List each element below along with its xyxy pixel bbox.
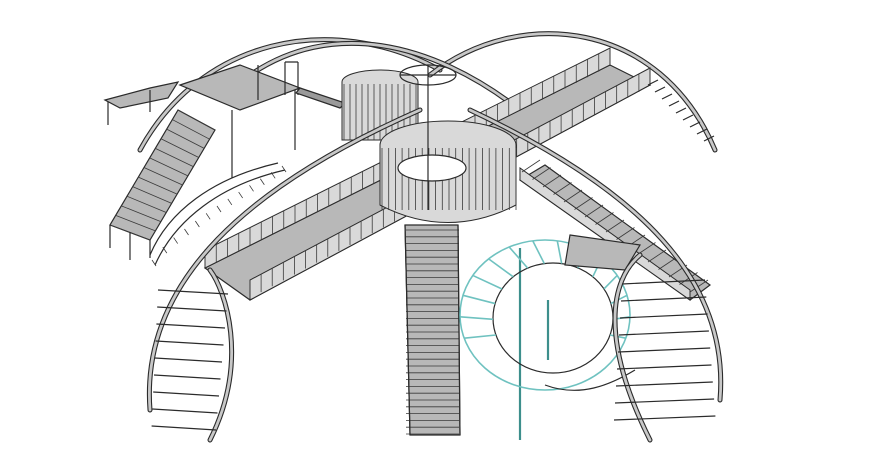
stair-step [155, 147, 194, 168]
ramp-rung [521, 159, 541, 173]
stair-step [160, 138, 199, 158]
ramp-rung [605, 219, 625, 233]
spiral-step [462, 294, 496, 305]
ramp-rung [689, 279, 709, 293]
spiral-step [556, 240, 563, 264]
curved-ladder-rung [195, 220, 200, 228]
stair-step [126, 195, 167, 213]
ramp-rung [595, 212, 614, 225]
spiral-step [459, 316, 494, 321]
back-arches [137, 31, 718, 153]
arch-ladder-rung [617, 347, 711, 353]
stair-step [143, 167, 183, 186]
arch-ladder-rung [153, 374, 221, 380]
curved-ladder-rung [205, 213, 211, 220]
arch-ladder-rung [614, 398, 715, 404]
stair-step [172, 119, 210, 140]
arch-ladder-rung [621, 279, 706, 285]
curved-ladder-rung [227, 198, 233, 206]
front-straight-slide [404, 224, 461, 436]
left-curved-ladder [149, 162, 287, 267]
stair-step [138, 176, 178, 195]
curved-ladder-rung [238, 191, 243, 199]
stair-step [177, 109, 216, 131]
arch-ladder-rung [152, 408, 218, 414]
spiral-step [603, 274, 618, 290]
back-ladder-rung [703, 135, 715, 142]
ramp-rung [532, 167, 551, 180]
curved-ladder-rung [281, 165, 287, 173]
ramp-rung [647, 249, 667, 263]
ramp-rung [658, 257, 677, 270]
back-right-ladder [647, 79, 715, 142]
back-ladder-rung [675, 107, 687, 114]
front-left-arch [146, 107, 423, 443]
arch-ladder-rung [154, 357, 223, 363]
curved-ladder-rung [249, 185, 254, 192]
back-ladder-rung [682, 114, 694, 121]
arch-ladder-rung [615, 381, 713, 387]
ramp-rung [542, 174, 562, 188]
stair-step [166, 128, 205, 149]
arch-ladder-rung [151, 425, 217, 431]
ramp-rung [574, 197, 593, 210]
stair-step [115, 215, 156, 232]
curved-ladder-rung [162, 246, 168, 254]
left-stairway [109, 109, 216, 260]
back-ladder-rung [689, 121, 701, 128]
spiral-slide [459, 234, 641, 440]
arch-ladder-rung [620, 296, 707, 302]
upper-left-slide [103, 61, 347, 178]
ramp-rung [553, 182, 572, 195]
arch-ladder-rung [613, 415, 716, 421]
curved-ladder-rung [151, 259, 157, 267]
back-ladder-rung [654, 86, 666, 93]
ramp-rung [584, 204, 604, 218]
ramp-rung [637, 242, 656, 255]
curved-ladder-rung [173, 237, 178, 244]
right-slide-ramp [518, 159, 712, 301]
arch-ladder-rung [157, 289, 229, 295]
back-ladder-rung [696, 128, 708, 135]
back-ladder-rung [647, 79, 659, 86]
spiral-step [472, 274, 503, 290]
back-ladder-rung [668, 100, 680, 107]
arch-ladder-rung [618, 330, 709, 336]
arch-ladder-rung [616, 364, 712, 370]
curved-ladder-rung [216, 205, 222, 213]
front-right-arch [467, 107, 724, 443]
spiral-step [532, 240, 546, 264]
curved-ladder-rung [260, 178, 265, 185]
spiral-step [464, 334, 497, 339]
stair-step [149, 157, 189, 177]
arch-ladder-rung [155, 340, 224, 346]
arch-ladder-rung [619, 313, 708, 319]
back-ladder-rung [661, 93, 673, 100]
spiral-step [508, 246, 529, 269]
stair-step [121, 205, 161, 223]
ramp-rung [563, 189, 583, 203]
arch-ladder-rung [157, 306, 227, 312]
ramp-rung [616, 227, 635, 240]
spiral-step [488, 258, 514, 278]
stair-step [132, 186, 172, 204]
curved-ladder-rung [270, 172, 276, 179]
arch-ladder-rung [153, 391, 220, 397]
curved-ladder-rung [184, 228, 189, 236]
arch-ladder-rung [156, 323, 226, 329]
